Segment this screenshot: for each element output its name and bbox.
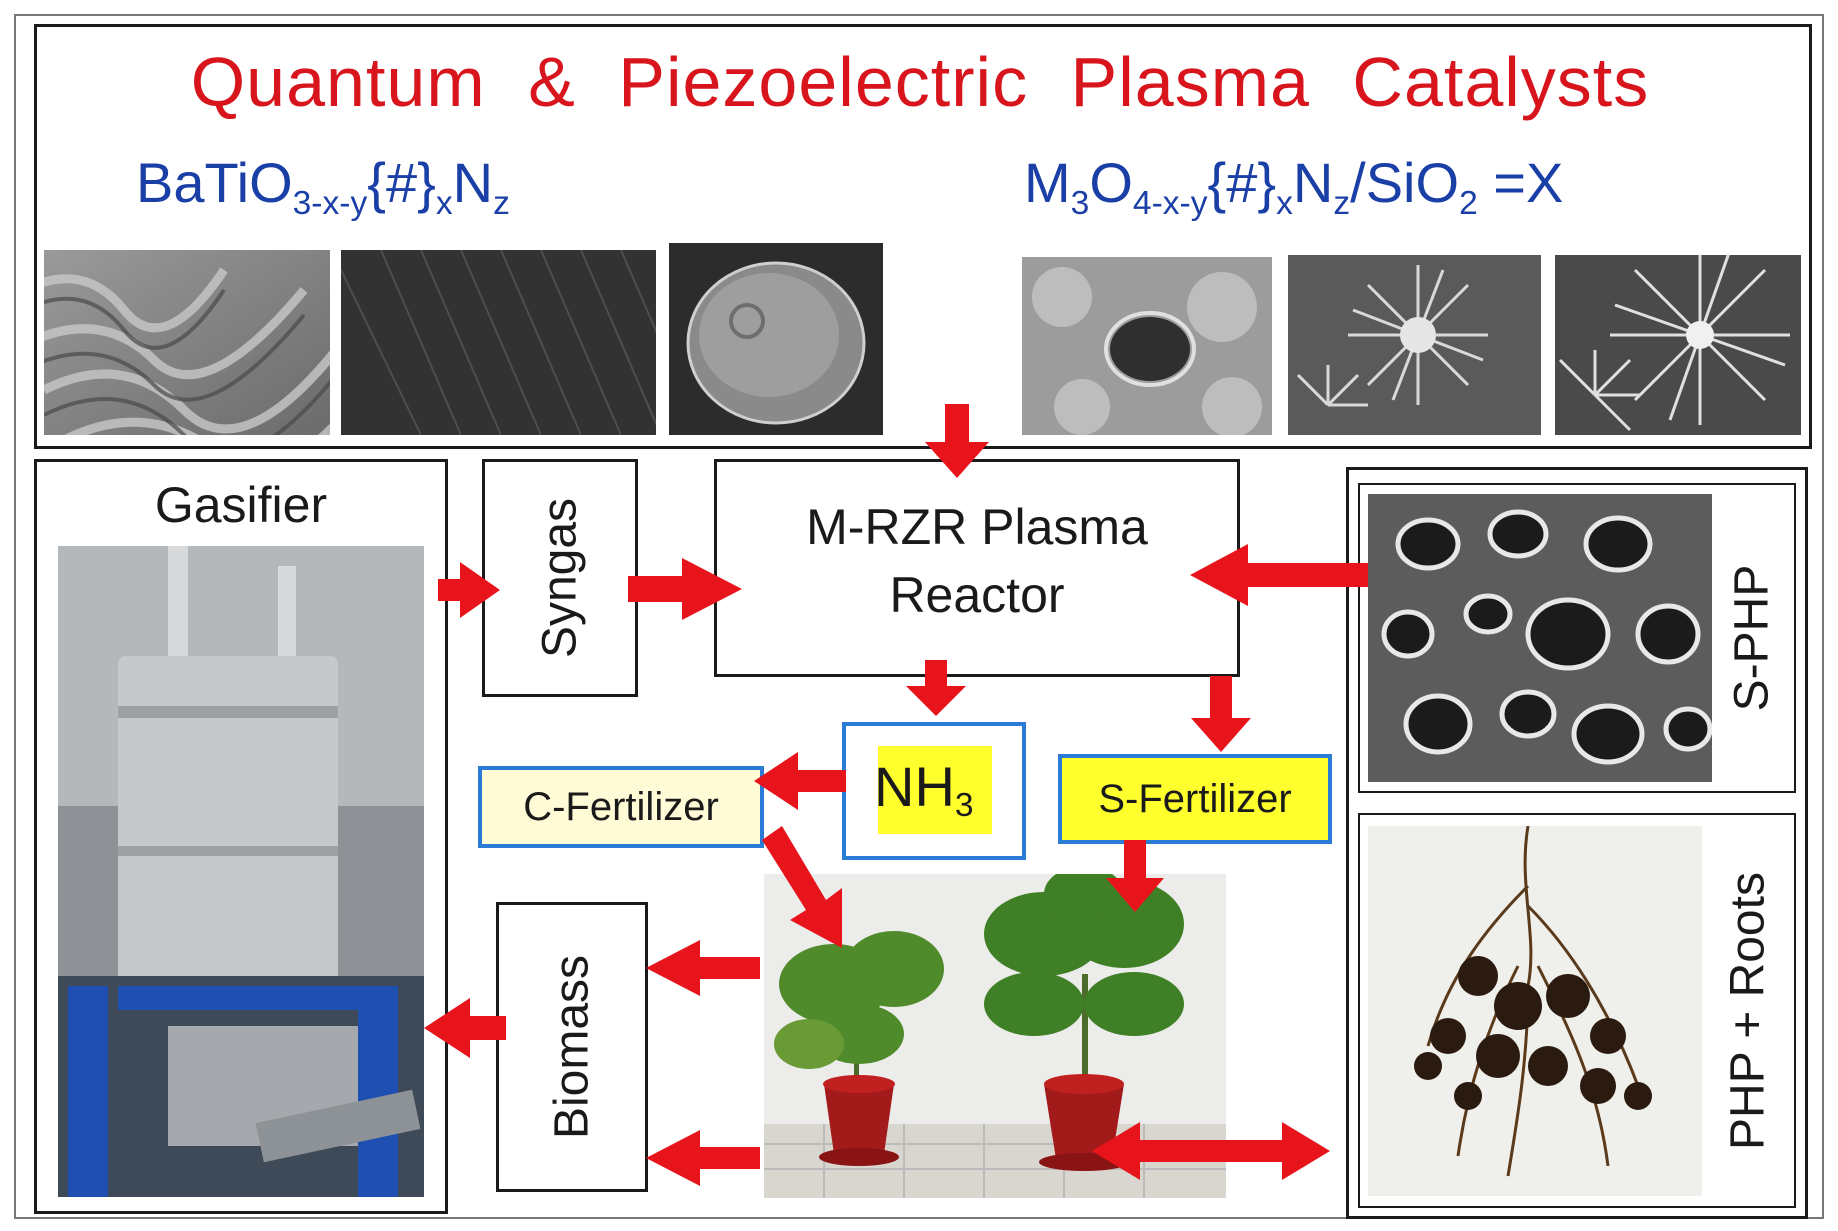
arrow-left-icon xyxy=(646,1130,760,1186)
formula-sub: x xyxy=(435,184,453,222)
formula-sub: z xyxy=(493,184,510,222)
c-fertilizer-label: C-Fertilizer xyxy=(523,784,719,829)
formula-part: /SiO xyxy=(1350,151,1460,214)
arrow-down-icon xyxy=(1191,676,1251,752)
outer-frame xyxy=(14,14,1824,1219)
reactor-label-line1: M-RZR Plasma xyxy=(806,499,1148,555)
page-title: Quantum & Piezoelectric Plasma Catalysts xyxy=(190,43,1650,121)
nh3-sub: 3 xyxy=(954,787,974,825)
s-fertilizer-label: S-Fertilizer xyxy=(1098,776,1292,821)
arrow-down-icon xyxy=(1106,840,1164,912)
php-roots-image xyxy=(1368,826,1702,1196)
reactor-box: M-RZR Plasma Reactor xyxy=(714,459,1240,677)
formula-m3o4: M3O4-x-y{#}xNz/SiO2 =X xyxy=(1024,150,1563,223)
formula-part: N xyxy=(452,151,494,214)
arrow-down-icon xyxy=(906,660,966,716)
nh3-base: NH xyxy=(874,755,955,818)
formula-sub: 2 xyxy=(1459,184,1478,222)
arrow-left-icon xyxy=(646,940,760,996)
php-roots-panel xyxy=(1358,813,1796,1208)
gasifier-label: Gasifier xyxy=(154,477,328,533)
right-panel xyxy=(1346,467,1808,1219)
formula-sub: 3 xyxy=(1070,184,1090,222)
sem-image-urchin xyxy=(1288,255,1541,435)
formula-sub: z xyxy=(1333,184,1351,222)
arrow-left-icon xyxy=(754,752,846,810)
sem-image-urchin-large xyxy=(1555,255,1801,435)
formula-sub: x xyxy=(1276,184,1293,222)
arrow-right-icon xyxy=(628,558,742,620)
sem-image-ridges xyxy=(44,250,330,435)
sem-image-sphere xyxy=(669,243,883,435)
nh3-label: NH3 xyxy=(874,754,974,825)
gasifier-photo xyxy=(58,546,424,1197)
arrow-right-icon xyxy=(438,562,500,618)
biomass-box: Biomass xyxy=(496,902,648,1192)
formula-sub: 3-x-y xyxy=(292,184,368,222)
c-fertilizer-box: C-Fertilizer xyxy=(478,766,764,848)
sem-image-porous xyxy=(1022,257,1272,435)
gasifier-panel xyxy=(34,459,448,1214)
double-arrow-icon xyxy=(1092,1122,1330,1180)
arrow-down-icon xyxy=(762,826,842,948)
reactor-label-line2: Reactor xyxy=(889,567,1065,623)
formula-part: M xyxy=(1024,151,1071,214)
sem-image-fibers xyxy=(341,250,656,435)
arrow-down-icon xyxy=(925,404,989,478)
formula-part: =X xyxy=(1477,151,1564,214)
formula-part: {#} xyxy=(1207,151,1277,214)
s-php-image xyxy=(1368,494,1712,782)
arrow-left-icon xyxy=(1190,544,1368,606)
s-fertilizer-box: S-Fertilizer xyxy=(1058,754,1332,844)
syngas-box: Syngas xyxy=(482,459,638,697)
arrow-left-icon xyxy=(424,998,506,1058)
s-php-panel xyxy=(1358,483,1796,793)
catalyst-panel xyxy=(34,24,1812,449)
formula-sub: 4-x-y xyxy=(1132,184,1208,222)
formula-batio3: BaTiO3-x-y{#}xNz xyxy=(136,150,510,223)
formula-part: BaTiO xyxy=(136,151,293,214)
formula-part: N xyxy=(1292,151,1334,214)
nh3-box: NH3 xyxy=(842,722,1026,860)
nh3-highlight xyxy=(878,746,992,834)
formula-part: {#} xyxy=(367,151,436,214)
formula-part: O xyxy=(1089,151,1133,214)
